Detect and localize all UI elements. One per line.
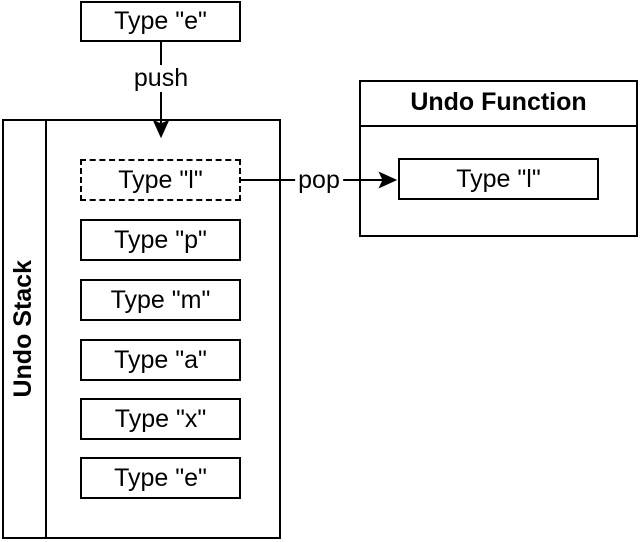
stack-item-label: Type "x": [114, 404, 207, 433]
node-input-type-e-label: Type "e": [114, 7, 207, 35]
node-input-type-e: Type "e": [80, 1, 241, 42]
stack-item-label: Type "p": [114, 225, 207, 254]
stack-item-type-p: Type "p": [80, 219, 241, 261]
undo-function-item-type-l: Type "l": [398, 158, 599, 200]
push-edge-label: push: [130, 65, 192, 92]
undo-function-title-row: Undo Function: [359, 80, 638, 127]
undo-stack-title-column: Undo Stack: [2, 119, 47, 539]
stack-item-label: Type "e": [114, 463, 207, 492]
undo-function-title: Undo Function: [410, 88, 587, 116]
stack-item-top-label: Type "l": [118, 165, 203, 194]
stack-item-type-m: Type "m": [80, 279, 241, 321]
undo-stack-title: Undo Stack: [9, 260, 37, 398]
stack-item-label: Type "m": [110, 285, 211, 314]
stack-item-top-type-l: Type "l": [80, 159, 241, 201]
stack-item-label: Type "a": [114, 345, 207, 374]
stack-item-type-a: Type "a": [80, 339, 241, 381]
stack-item-type-x: Type "x": [80, 398, 241, 440]
pop-edge-label: pop: [295, 167, 343, 194]
stack-item-type-e: Type "e": [80, 457, 241, 499]
undo-function-item-label: Type "l": [456, 164, 541, 193]
